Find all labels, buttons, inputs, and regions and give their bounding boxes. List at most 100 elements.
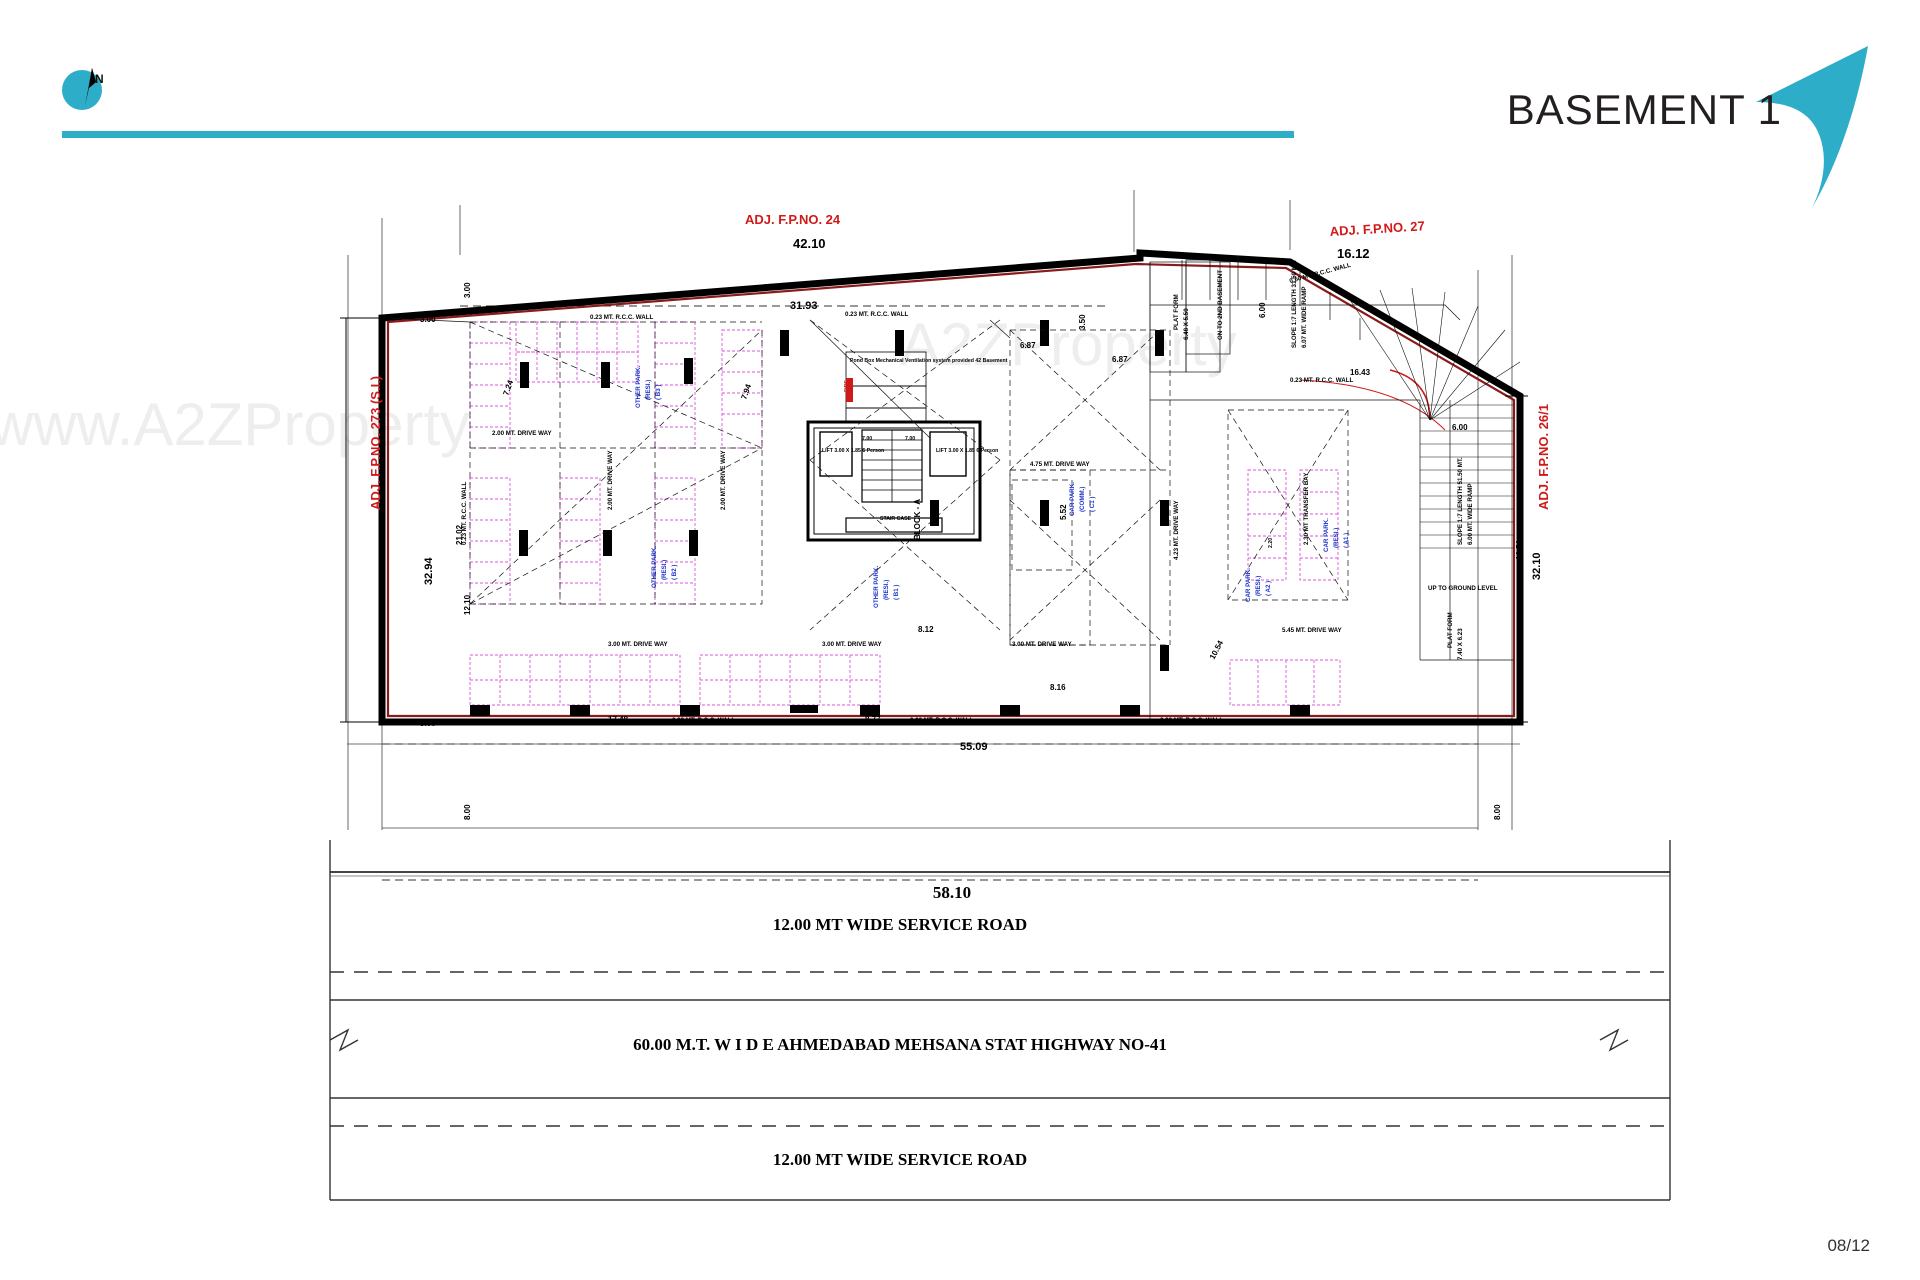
platform-2-size: 7.40 X 6.23 bbox=[1457, 628, 1464, 660]
stair-label: STAIR CASE bbox=[880, 516, 912, 522]
turn-radius-arc bbox=[1389, 369, 1431, 421]
dimension-left-inner: 21.02 bbox=[455, 524, 464, 545]
wall-label-4: 0.23 MT. R.C.C. WALL bbox=[910, 717, 973, 724]
service-road-bottom-label: 12.00 MT WIDE SERVICE ROAD bbox=[773, 1150, 1027, 1169]
wall-label-3: 0.23 MT. R.C.C. WALL bbox=[672, 717, 735, 724]
parking-zone-b2-code: ( B2 ) bbox=[671, 565, 678, 580]
core-block bbox=[806, 351, 982, 542]
dimension-lines-dashed bbox=[382, 305, 1478, 881]
segment-3-50: 3.50 bbox=[1078, 314, 1087, 330]
parking-stall-grids bbox=[469, 321, 1341, 706]
dimension-top-right: 16.12 bbox=[1337, 246, 1370, 261]
parking-zone-a1-name: CAR PARK. bbox=[1323, 518, 1330, 552]
segment-6-00a: 6.00 bbox=[1258, 302, 1267, 318]
offset-left-top: 3.00 bbox=[463, 282, 472, 298]
lift-label-1: LIFT 3.00 X 1.85 6 Person bbox=[822, 448, 884, 454]
wall-label-7: 0.23 MT. R.C.C. WALL bbox=[1290, 377, 1353, 384]
dimension-bottom-inner: 55.09 bbox=[960, 741, 988, 753]
driveway-label-4: 3.00 MT. DRIVE WAY bbox=[608, 641, 668, 648]
ramp-down-label: ON TO 2ND BASEMENT bbox=[1217, 270, 1224, 340]
interior-construction-lines bbox=[469, 319, 1349, 646]
fire-label: FIRE bbox=[844, 380, 850, 392]
segment-6-87b: 6.87 bbox=[1112, 355, 1128, 364]
boundary-label-fp24: ADJ. F.P.NO. 24 bbox=[745, 212, 841, 227]
driveway-label-6: 3.00 MT. DRIVE WAY bbox=[1012, 641, 1072, 648]
driveway-label-9: 5.45 MT. DRIVE WAY bbox=[1282, 627, 1342, 634]
structural-columns bbox=[470, 320, 1310, 716]
parking-zone-a2-name: CAR PARK. bbox=[1245, 568, 1252, 602]
page-title: BASEMENT 1 bbox=[1506, 86, 1782, 133]
segment-8-77: 8.77 bbox=[865, 715, 881, 724]
segment-10-54: 10.54 bbox=[1208, 639, 1226, 661]
parking-zone-c1-type: (COMM.) bbox=[1079, 487, 1086, 512]
block-label: BLOCK - A bbox=[913, 499, 922, 540]
parking-zone-c1-code: ( C1 ) bbox=[1089, 497, 1096, 512]
parking-zone-b3-name: OTHER PARK. bbox=[635, 366, 642, 408]
turn-radius-arc-2 bbox=[1299, 379, 1446, 431]
parking-zone-a2-type: (RESI.) bbox=[1255, 576, 1262, 596]
dimension-right-a: 16.43 bbox=[1350, 368, 1371, 377]
wall-label-2: 0.23 MT. R.C.C. WALL bbox=[845, 311, 908, 318]
parking-zone-b2-type: (RESI.) bbox=[661, 560, 668, 580]
parking-zone-b2-name: OTHER PARK. bbox=[651, 546, 658, 588]
dimension-left-overall: 32.94 bbox=[423, 557, 435, 585]
parking-zone-labels: ( B3 ) (RESI.) OTHER PARK. ( B2 ) (RESI.… bbox=[635, 366, 1350, 608]
compass-north-label: N bbox=[95, 72, 104, 86]
highway-label: 60.00 M.T. W I D E AHMEDABAD MEHSANA STA… bbox=[633, 1035, 1167, 1054]
segment-6-00b: 6.00 bbox=[1452, 423, 1468, 432]
segment-6-87a: 6.87 bbox=[1020, 341, 1036, 350]
up-to-ground-label: UP TO GROUND LEVEL bbox=[1428, 585, 1498, 592]
vent-note-label: Pond Box Mechanical Ventilation system p… bbox=[850, 358, 1008, 364]
driveway-label-1: 2.00 MT. DRIVE WAY bbox=[492, 430, 552, 437]
driveway-label-5: 3.00 MT. DRIVE WAY bbox=[822, 641, 882, 648]
platform-1-title: PLAT FORM bbox=[1173, 294, 1180, 330]
page-number: 08/12 bbox=[1827, 1236, 1870, 1255]
driveway-label-7: 4.75 MT. DRIVE WAY bbox=[1030, 461, 1090, 468]
wall-label-6: 0.23 MT. R.C.C. WALL bbox=[461, 482, 468, 545]
interior-detail-lines bbox=[381, 256, 1521, 720]
parking-zone-b3-type: (RESI.) bbox=[645, 380, 652, 400]
segment-7-24: 7.24 bbox=[501, 378, 515, 396]
dimension-top-inner: 31.93 bbox=[790, 300, 818, 312]
parking-zone-a1-code: ( A1 ) bbox=[1343, 533, 1350, 548]
service-road-top-label: 12.00 MT WIDE SERVICE ROAD bbox=[773, 915, 1027, 934]
segment-8-16: 8.16 bbox=[1050, 683, 1066, 692]
dimension-right-c: 32.10 bbox=[1531, 552, 1543, 580]
offset-left-bottom: 3.00 bbox=[420, 719, 436, 728]
platform-1-size: 6.48 X 5.50 bbox=[1183, 308, 1190, 340]
segment-5-52: 5.52 bbox=[1059, 504, 1068, 520]
dimension-ticks bbox=[340, 317, 1528, 723]
ramp-width-2-label: 6.00 MT. WIDE RAMP bbox=[1467, 483, 1474, 545]
road-bands bbox=[329, 840, 1671, 1201]
ramp-width-1-label: 6.07 MT. WIDE RAMP bbox=[1301, 286, 1308, 348]
wall-label-5: 0.23 MT. R.C.C. WALL bbox=[1160, 717, 1223, 724]
parking-zone-b1-name: OTHER PARK. bbox=[873, 566, 880, 608]
slope-2-label: SLOPE 1:7 LENGTH 51.50 MT. bbox=[1457, 457, 1464, 545]
segment-7-94: 7.94 bbox=[739, 382, 753, 400]
building-inner-wall-line bbox=[386, 262, 1516, 718]
boundary-label-fp27: ADJ. F.P.NO. 27 bbox=[1329, 218, 1425, 239]
segment-17-48: 17.48 bbox=[608, 715, 629, 724]
boundary-label-fp273: ADJ. F.P.NO. 273 (S.I.) bbox=[368, 376, 383, 510]
lift-label-2: LIFT 3.00 X 1.85 6 Person bbox=[936, 448, 998, 454]
title-block bbox=[1340, 26, 1880, 208]
north-arrow-compass: N bbox=[62, 68, 106, 114]
slope-1-label: SLOPE 1:7 LENGTH 31.50 MT. bbox=[1291, 260, 1298, 348]
segment-2-20: 2.20 bbox=[1268, 538, 1274, 548]
compass-needle-icon bbox=[85, 68, 96, 106]
parking-zone-b3-code: ( B3 ) bbox=[655, 385, 662, 400]
offset-top-left: 3.00 bbox=[420, 315, 436, 324]
dimension-top-overall: 42.10 bbox=[793, 236, 826, 251]
segment-7-00b: 7.00 bbox=[905, 436, 915, 442]
boundary-label-fp26: ADJ. F.P.NO. 26/1 bbox=[1536, 404, 1551, 510]
header-accent-rule bbox=[62, 131, 1294, 138]
wall-label-1: 0.23 MT. R.C.C. WALL bbox=[590, 314, 653, 321]
parking-zone-a1-type: (RESI.) bbox=[1333, 528, 1340, 548]
parking-zone-c1-name: CAR PARK. bbox=[1069, 482, 1076, 516]
transfer-bay-label: 2.30 MT TRANSFER BAY bbox=[1303, 472, 1310, 545]
segment-8-12: 8.12 bbox=[918, 625, 934, 634]
parking-zone-a2-code: ( A2 ) bbox=[1265, 581, 1272, 596]
driveway-label-2: 2.00 MT. DRIVE WAY bbox=[607, 450, 614, 510]
